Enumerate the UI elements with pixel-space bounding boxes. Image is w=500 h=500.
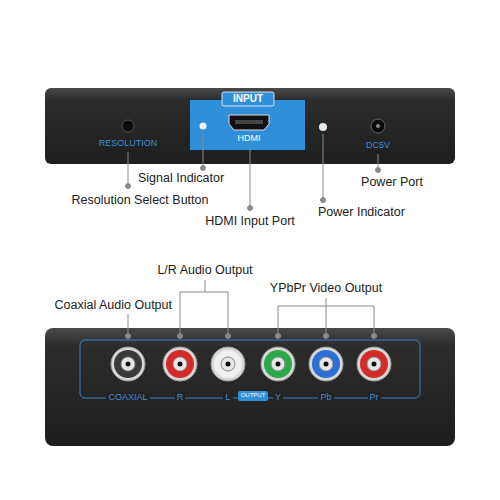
leader-dot (226, 334, 231, 339)
leader-line (180, 292, 181, 334)
panel-marking: DC5V (366, 140, 390, 150)
callout-label: YPbPr Video Output (270, 281, 382, 295)
leader-line (203, 134, 204, 166)
jack-marking: Y (273, 392, 283, 402)
power-led (319, 123, 327, 131)
jack-pin (276, 362, 281, 367)
hdmi-pins (235, 120, 263, 124)
jack-marking: COAXIAL (106, 392, 149, 402)
leader-dot (372, 334, 377, 339)
leader-dot (178, 334, 183, 339)
input-tab (222, 92, 274, 106)
leader-dot (201, 166, 206, 171)
output-panel (45, 328, 455, 446)
resolution-button (122, 120, 134, 132)
rca-jack (357, 347, 391, 381)
jack-shell (111, 347, 145, 381)
leader-dot (126, 184, 131, 189)
jack-ring (312, 350, 340, 378)
panel-marking: INPUT (233, 93, 263, 105)
bracket-stem (326, 298, 327, 306)
jack-sleeve (319, 357, 333, 371)
callout-label: Resolution Select Button (72, 193, 209, 207)
jack-shell (261, 347, 295, 381)
jack-shell (163, 347, 197, 381)
output-marking: OUTPUT (239, 392, 268, 399)
rca-jacks (111, 347, 391, 381)
jack-pin (226, 362, 231, 367)
leader-dot (248, 206, 253, 211)
rca-jack (163, 347, 197, 381)
leader-line (374, 306, 375, 334)
leader-line (323, 134, 324, 198)
jack-ring (360, 350, 388, 378)
jack-pin (126, 362, 131, 367)
leader-dot (324, 334, 329, 339)
jack-sleeve (173, 357, 187, 371)
leader-dot (321, 198, 326, 203)
jack-sleeve (221, 357, 235, 371)
rca-jack (261, 347, 295, 381)
rca-jack (309, 347, 343, 381)
jack-ring (214, 350, 242, 378)
signal-led (200, 123, 207, 130)
jack-shell (309, 347, 343, 381)
callout-label: Power Port (361, 175, 423, 189)
bracket (180, 292, 228, 293)
output-outline (80, 340, 420, 398)
jack-pin (372, 362, 377, 367)
leader-line (250, 147, 251, 206)
blue-panel (190, 100, 305, 150)
callout-label: HDMI Input Port (205, 214, 295, 228)
output-tab (238, 391, 268, 401)
jack-sleeve (367, 357, 381, 371)
rca-jack (211, 347, 245, 381)
jack-ring (166, 350, 194, 378)
leader-line (326, 306, 327, 334)
power-jack (371, 119, 385, 133)
leader-line (228, 292, 229, 334)
leader-line (128, 314, 129, 334)
jack-pin (324, 362, 329, 367)
bracket-stem (205, 280, 206, 292)
leader-dot (276, 334, 281, 339)
jack-shell (357, 347, 391, 381)
jack-ring (114, 350, 142, 378)
leader-line (378, 154, 379, 168)
callout-label: Coaxial Audio Output (55, 298, 172, 312)
jack-shell (211, 347, 245, 381)
jack-marking: Pb (318, 392, 333, 402)
leader-line (128, 152, 129, 184)
leader-line (278, 306, 279, 334)
jack-marking: L (223, 392, 232, 402)
jack-pin (178, 362, 183, 367)
jack-ring (264, 350, 292, 378)
rca-jack (111, 347, 145, 381)
callout-label: Signal Indicator (138, 171, 224, 185)
jack-marking: Pr (368, 392, 381, 402)
hdmi-port (229, 115, 269, 130)
panel-marking: RESOLUTION (99, 138, 158, 148)
housing (45, 328, 455, 446)
leader-dot (376, 168, 381, 173)
callout-label: Power Indicator (318, 205, 405, 219)
jack-sleeve (271, 357, 285, 371)
power-pin (376, 124, 380, 128)
leader-dot (126, 334, 131, 339)
panel-marking: HDMI (238, 133, 261, 143)
callout-label: L/R Audio Output (157, 263, 252, 277)
jack-marking: R (175, 392, 186, 402)
jack-sleeve (121, 357, 135, 371)
